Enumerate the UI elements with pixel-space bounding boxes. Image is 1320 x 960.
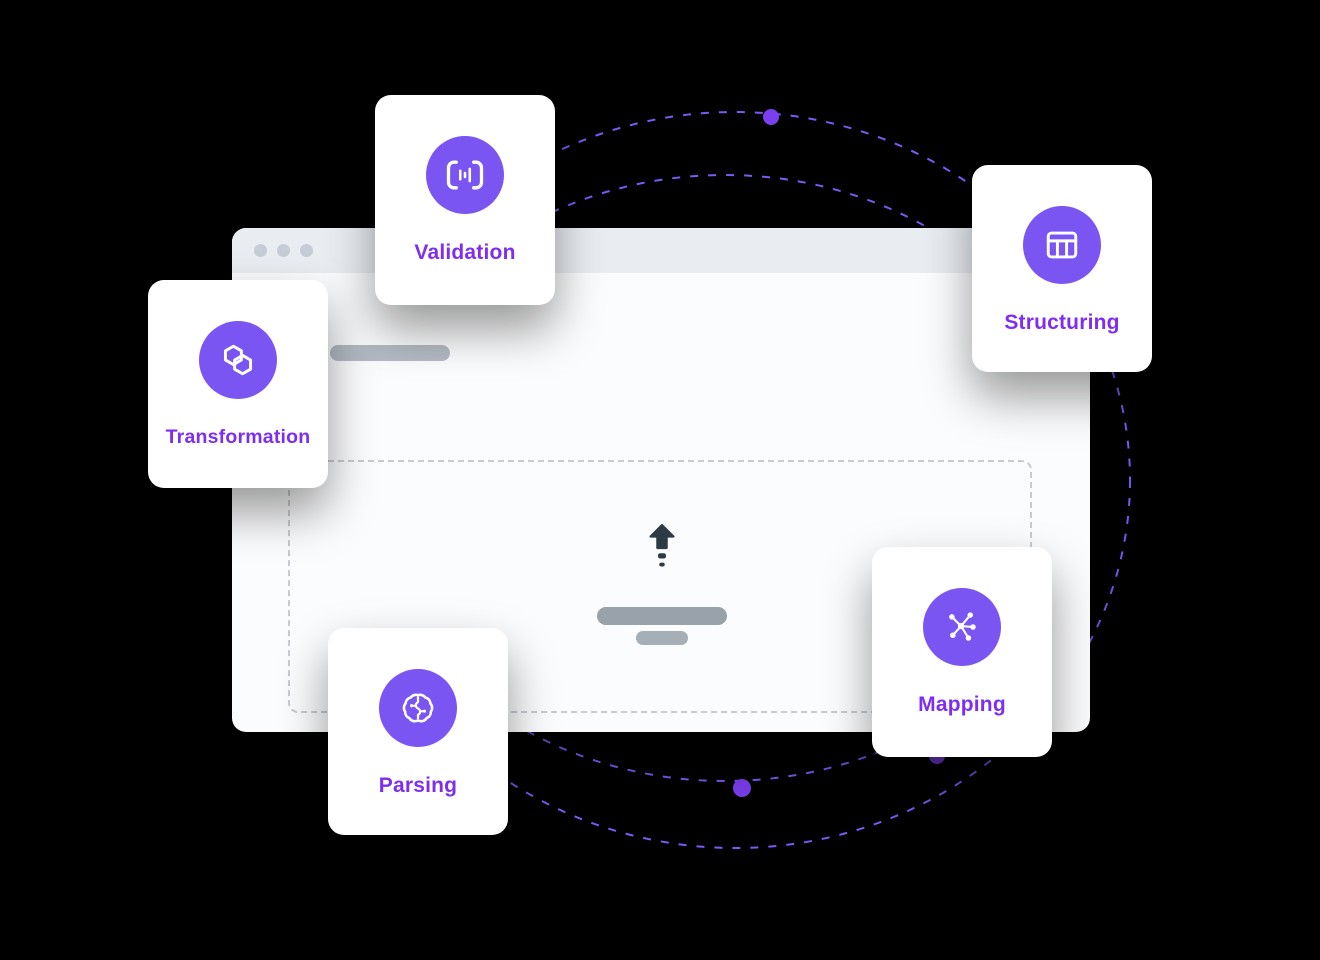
upload-dropzone <box>288 460 1032 713</box>
icon-circle <box>923 588 1001 666</box>
window-control-dot <box>254 244 267 257</box>
window-control-dot <box>277 244 290 257</box>
upload-text-placeholder-bar-small <box>636 631 688 645</box>
window-title-bar <box>232 228 1090 273</box>
orbit-ellipse-outer <box>339 111 1131 849</box>
card-structuring: Structuring <box>972 165 1152 372</box>
shape-transform-icon <box>223 344 253 376</box>
card-validation: Validation <box>375 95 555 305</box>
card-label: Transformation <box>165 426 311 448</box>
card-mapping: Mapping <box>872 547 1052 757</box>
orbit-dot <box>733 779 751 797</box>
icon-circle <box>199 321 277 399</box>
card-label: Structuring <box>1004 311 1120 334</box>
icon-circle <box>426 136 504 214</box>
card-label: Validation <box>414 241 516 264</box>
table-icon <box>1046 231 1078 259</box>
orbit-dot <box>763 109 779 125</box>
window-control-dot <box>300 244 313 257</box>
barcode-scan-icon <box>446 160 484 190</box>
text-placeholder-bar <box>330 345 450 361</box>
brain-icon <box>402 693 434 723</box>
card-label: Parsing <box>378 774 458 797</box>
card-transformation: Transformation <box>148 280 328 488</box>
network-graph-icon <box>949 612 976 641</box>
card-label: Mapping <box>918 693 1006 716</box>
card-parsing: Parsing <box>328 628 508 835</box>
upload-text-placeholder-bar <box>597 607 727 625</box>
icon-circle <box>379 669 457 747</box>
window-body <box>232 273 1090 732</box>
upload-arrow-icon <box>649 524 675 567</box>
icon-circle <box>1023 206 1101 284</box>
